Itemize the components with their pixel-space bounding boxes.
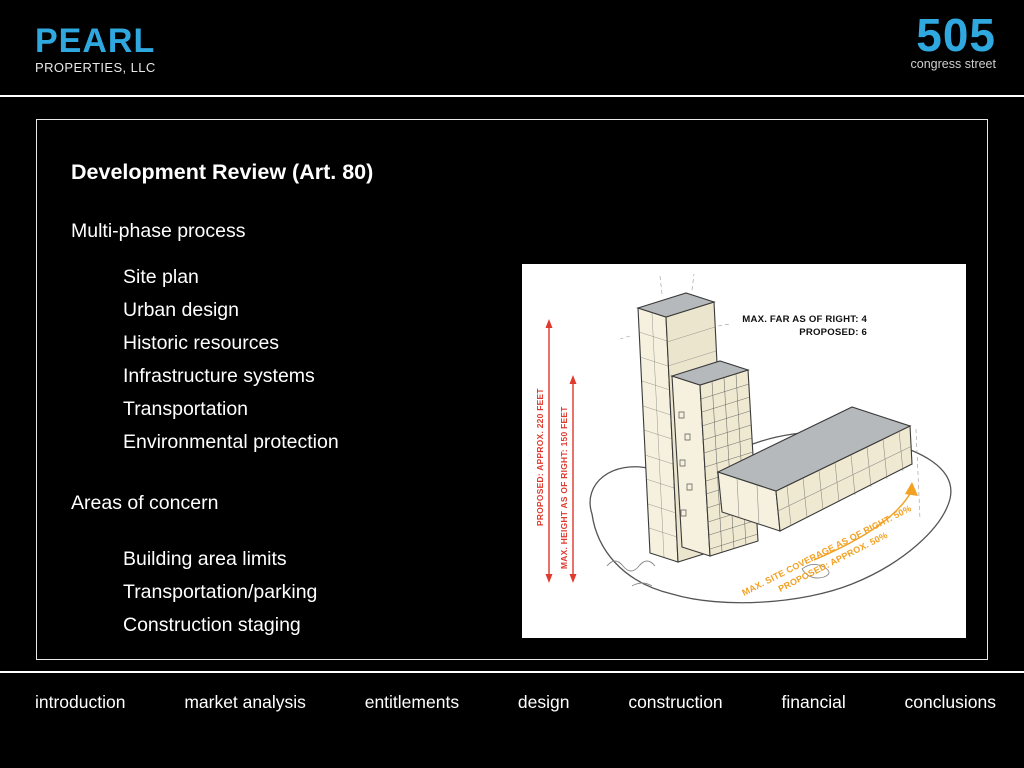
footer-nav: introduction market analysis entitlement… — [35, 688, 996, 716]
height-annotations: PROPOSED: APPROX. 220 FEET MAX. HEIGHT A… — [535, 319, 577, 583]
podium — [716, 406, 913, 532]
brand-subtitle: PROPERTIES, LLC — [35, 60, 156, 75]
nav-introduction[interactable]: introduction — [35, 691, 126, 712]
slide-title: Development Review (Art. 80) — [71, 160, 374, 184]
height-proposed-label: PROPOSED: APPROX. 220 FEET — [535, 388, 545, 526]
nav-entitlements[interactable]: entitlements — [364, 691, 460, 712]
massing-sketch-svg: PROPOSED: APPROX. 220 FEET MAX. HEIGHT A… — [535, 273, 952, 604]
brand-name: PEARL — [35, 22, 156, 60]
height-max-label: MAX. HEIGHT AS OF RIGHT: 150 FEET — [559, 406, 569, 569]
list-item: Building area limits — [123, 548, 287, 570]
list-item: Construction staging — [123, 614, 301, 636]
construction-lines — [619, 273, 921, 520]
logo-505: 505 congress street — [911, 12, 996, 71]
section-heading-concerns: Areas of concern — [71, 492, 219, 514]
bottom-divider — [0, 671, 1024, 673]
podium-roof — [716, 406, 912, 492]
list-item: Urban design — [123, 299, 239, 321]
list-item: Transportation — [123, 398, 249, 420]
far-annotation: MAX. FAR AS OF RIGHT: 4 PROPOSED: 6 — [742, 314, 867, 338]
nav-market-analysis[interactable]: market analysis — [184, 691, 306, 712]
brand-logo: PEARL PROPERTIES, LLC — [35, 24, 156, 75]
top-divider — [0, 95, 1024, 97]
tall-tower-hatch — [638, 312, 717, 558]
list-item: Historic resources — [123, 332, 280, 354]
ground-scribbles — [606, 560, 830, 587]
architectural-sketch: PROPOSED: APPROX. 220 FEET MAX. HEIGHT A… — [522, 264, 966, 638]
list-item: Transportation/parking — [123, 581, 318, 603]
window-marks — [678, 411, 693, 517]
slide-content-box: Development Review (Art. 80) Multi-phase… — [36, 119, 988, 660]
front-tower-roof — [670, 360, 750, 386]
coverage-arrow — [813, 489, 913, 561]
far-line1: MAX. FAR AS OF RIGHT: 4 — [742, 314, 867, 325]
nav-construction[interactable]: construction — [628, 691, 723, 712]
list-item: Environmental protection — [123, 431, 339, 453]
logo-subtitle: congress street — [910, 57, 996, 71]
nav-conclusions[interactable]: conclusions — [904, 691, 996, 712]
nav-financial[interactable]: financial — [781, 691, 846, 712]
podium-hatch — [736, 430, 913, 527]
concerns-list: Building area limits Transportation/park… — [123, 548, 317, 647]
logo-number: 505 — [916, 9, 996, 61]
list-item: Infrastructure systems — [123, 365, 315, 387]
nav-design[interactable]: design — [517, 691, 570, 712]
section-heading-multiphase: Multi-phase process — [71, 220, 246, 242]
list-item: Site plan — [123, 266, 199, 288]
tall-tower-roof — [636, 292, 716, 318]
multiphase-list: Site plan Urban design Historic resource… — [123, 266, 339, 464]
far-line2: PROPOSED: 6 — [799, 327, 867, 338]
coverage-arrowhead — [905, 482, 918, 496]
